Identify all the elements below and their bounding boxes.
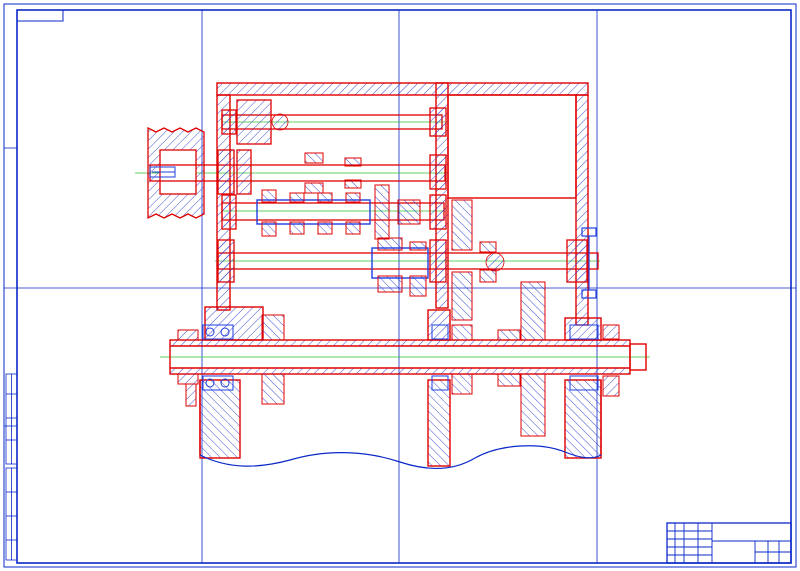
bolt-icon	[149, 166, 176, 178]
spur-gear-icon	[485, 252, 505, 272]
right-end-cap	[602, 324, 620, 397]
bolt-icon	[581, 227, 597, 299]
title-block	[666, 522, 792, 564]
spur-gear-icon	[271, 113, 289, 131]
rolling-bearing-icon	[202, 324, 599, 391]
shaft-4-gears	[377, 199, 497, 321]
title-corner-box	[16, 9, 64, 22]
main-shaft-gears	[261, 281, 546, 437]
shaft-3-gears	[261, 184, 421, 240]
v-belt-pulley-icon	[147, 126, 205, 220]
left-end-cap	[177, 329, 199, 407]
side-stamp	[5, 373, 18, 561]
shaft-4	[217, 239, 599, 283]
input-shaft	[149, 149, 447, 195]
shaft-3	[221, 194, 447, 230]
shaft-1	[221, 99, 447, 145]
sliding-gear-block	[256, 199, 371, 225]
main-shaft-hatch	[169, 339, 631, 375]
break-line	[199, 445, 602, 469]
input-shaft-gears	[304, 152, 362, 194]
